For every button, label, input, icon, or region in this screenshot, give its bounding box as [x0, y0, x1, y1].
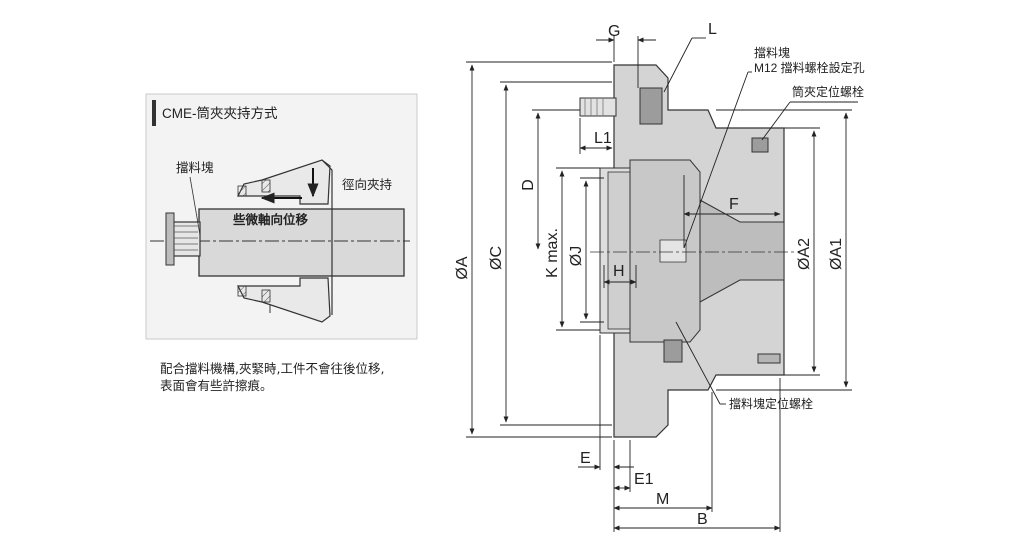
- stopper-plate: [165, 212, 175, 266]
- collet-slot-lower-2: [261, 289, 271, 303]
- dimension-labels: G L L1 F H E E1 M B ØA ØC D K max. ØJ ØA…: [454, 21, 845, 528]
- dim-label-a: ØA: [454, 256, 471, 279]
- clamping-method-inset: CME-筒夾夾持方式 擋料塊 徑向夾持 些微軸向位移: [145, 93, 418, 340]
- dim-label-l1: L1: [594, 130, 612, 147]
- callout-stopper-line2: M12 擋料螺栓設定孔: [754, 60, 865, 75]
- dim-label-m: M: [656, 491, 669, 508]
- dim-label-d: D: [520, 179, 537, 191]
- note-line-2: 表面會有些許擦痕。: [160, 378, 273, 393]
- dim-label-j: ØJ: [568, 246, 585, 266]
- callout-stopper-screw: 擋料塊定位螺栓: [729, 396, 813, 411]
- dim-label-a1: ØA1: [828, 238, 845, 270]
- dim-label-e: E: [580, 450, 591, 467]
- stopper-block: [171, 221, 201, 257]
- counterbore-l: [639, 87, 663, 125]
- collet-locating-screw: [751, 137, 769, 153]
- inset-label-radial: 徑向夾持: [342, 177, 392, 192]
- dim-label-g: G: [608, 23, 620, 40]
- chuck-drawing: [579, 64, 800, 438]
- rear-bore: [699, 199, 785, 303]
- dimensions: [466, 36, 858, 532]
- dim-label-b: B: [697, 511, 708, 528]
- stopper-bolt-thread: [584, 98, 604, 116]
- callout-labels: 擋料塊 M12 擋料螺栓設定孔 筒夾定位螺栓 擋料塊定位螺栓: [729, 45, 865, 411]
- inset-title-bar: [152, 100, 156, 126]
- note-line-1: 配合擋料機構,夾緊時,工件不會往後位移,: [160, 361, 385, 376]
- stopper-thread: [174, 225, 198, 251]
- inset-label-stopper: 擋料塊: [176, 160, 214, 175]
- leader-l: [663, 37, 693, 93]
- stopper-bolt: [579, 97, 617, 117]
- collet-taper-edge: [321, 159, 333, 315]
- dim-label-k: K max.: [544, 228, 561, 278]
- callout-collet-screw: 筒夾定位螺栓: [792, 84, 864, 99]
- side-pin: [757, 353, 781, 364]
- dim-label-a2: ØA2: [796, 238, 813, 270]
- leader-stopper-screw: [675, 321, 721, 405]
- callout-stopper-line1: 擋料塊: [754, 45, 790, 60]
- collet-slot-lower: [237, 285, 247, 297]
- dim-label-h: H: [613, 263, 625, 280]
- inset-label-axial: 些微軸向位移: [233, 212, 309, 227]
- collet-nose: [607, 171, 631, 330]
- inner-stopper: [659, 239, 687, 263]
- leader-collet-screw: [761, 101, 791, 141]
- collet-slot-upper: [237, 185, 247, 197]
- collet-lower: [237, 277, 331, 323]
- inset-leader-stopper: [189, 176, 201, 236]
- dim-label-e1: E1: [634, 471, 654, 488]
- stopper-locating-screw: [663, 339, 683, 363]
- inset-title: CME-筒夾夾持方式: [162, 105, 278, 121]
- leader-stopper: [683, 71, 749, 249]
- dim-label-c: ØC: [488, 246, 505, 270]
- workpiece-bar: [198, 208, 405, 277]
- dim-label-l: L: [708, 21, 717, 38]
- collet-slot-upper-2: [261, 179, 271, 193]
- dim-label-f: F: [729, 196, 739, 213]
